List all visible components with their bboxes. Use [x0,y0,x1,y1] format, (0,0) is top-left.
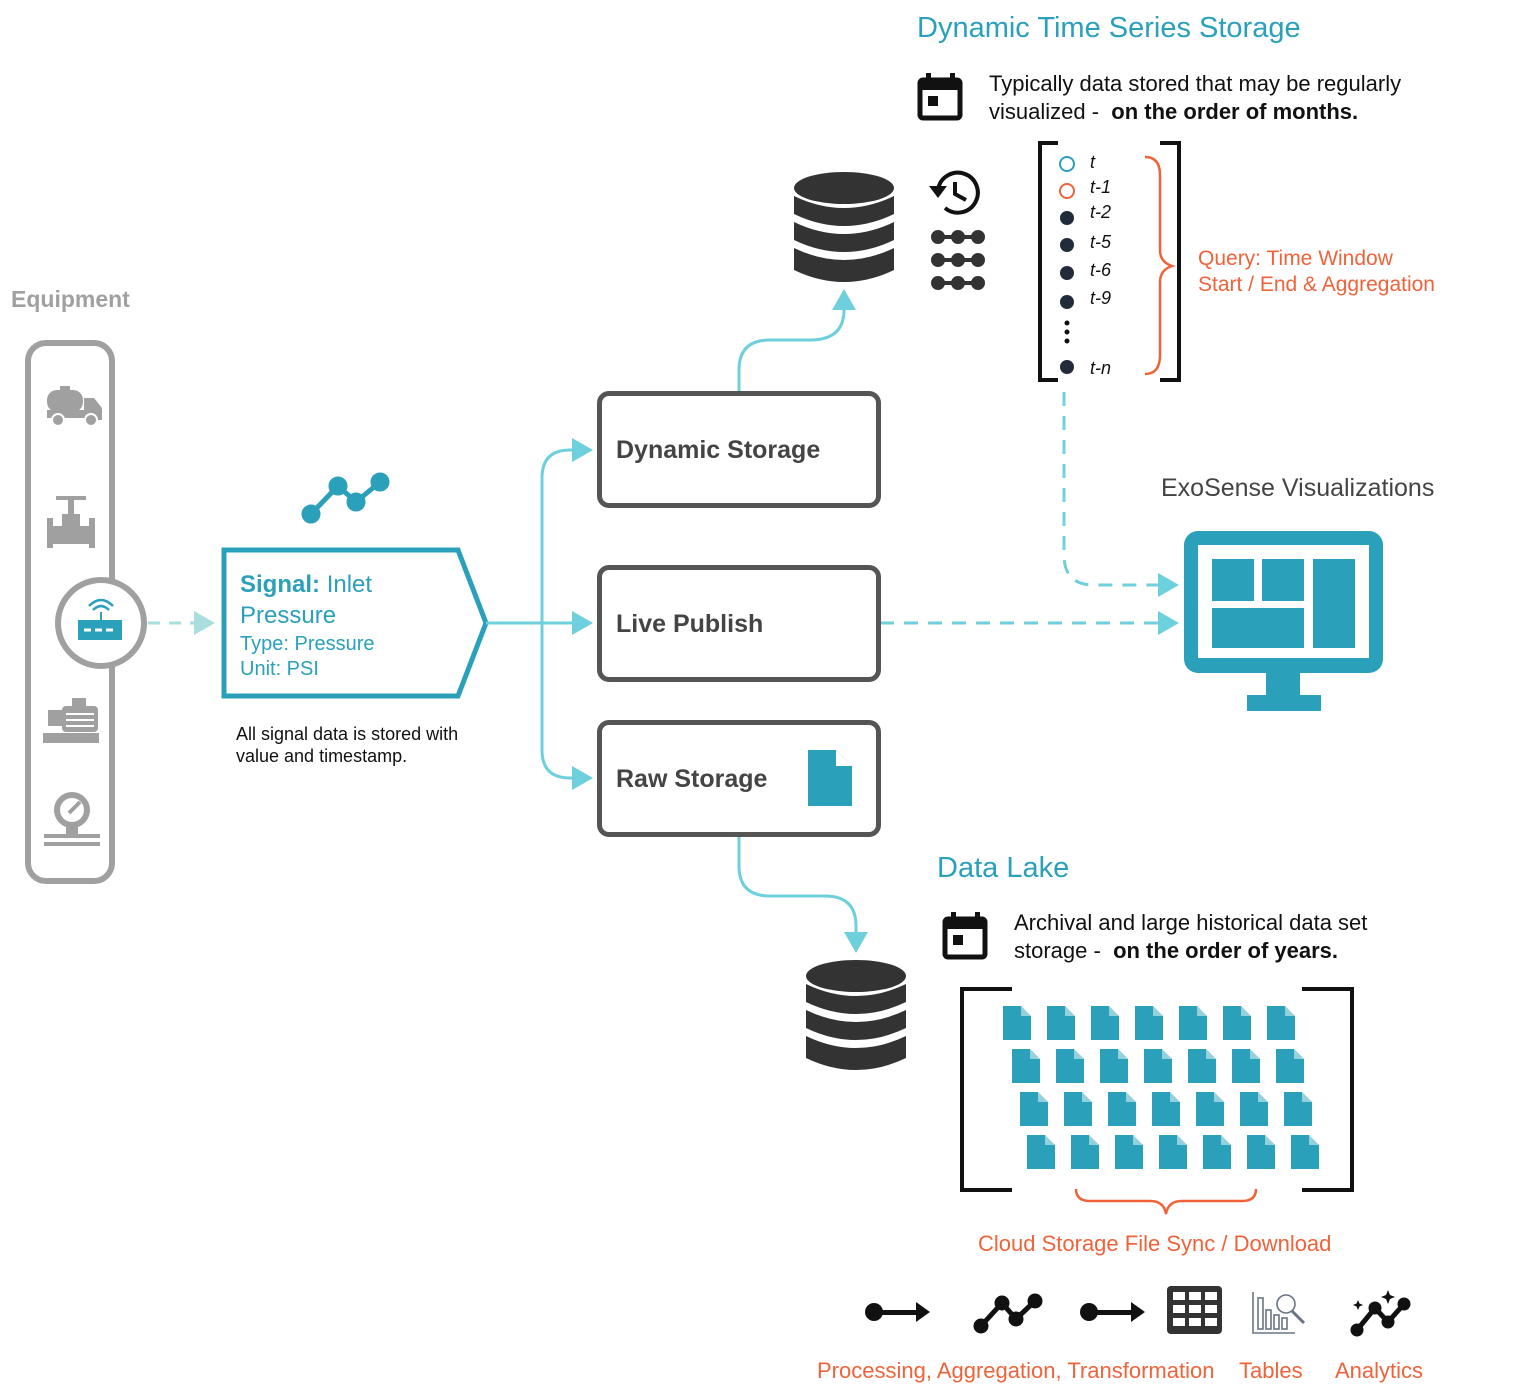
file-icon [1012,1049,1040,1083]
file-icon [1196,1092,1224,1126]
sync-brace [1074,1188,1258,1215]
processing-arrow-icon [865,1302,930,1322]
data-lake-description: Archival and large historical data set s… [1014,909,1367,965]
visualizations-title: ExoSense Visualizations [1161,474,1435,502]
tables-label: Tables [1239,1358,1303,1383]
calendar-icon-months [917,73,963,121]
live-publish-label: Live Publish [616,610,764,638]
time-series-title: Dynamic Time Series Storage [917,12,1301,44]
file-icon [1047,1006,1075,1040]
signal-note-line1: All signal data is stored with [236,724,459,744]
file-icon [1284,1092,1312,1126]
transformation-arrow-icon [1080,1302,1145,1322]
signal-details: Type: Pressure Unit: PSI [240,632,375,682]
signal-name-line2: Pressure [240,602,337,629]
file-icon [1020,1092,1048,1126]
raw-file-icon [808,750,852,806]
dynamic-database-icon [794,172,894,282]
file-icon [1276,1049,1304,1083]
file-icon [1071,1135,1099,1169]
dynamic-storage-label: Dynamic Storage [616,436,821,464]
time-series-description: Typically data stored that may be regula… [989,70,1401,126]
connectors [486,289,1179,953]
file-icon [1223,1006,1251,1040]
query-line2: Start / End & Aggregation [1198,273,1435,296]
signal-label: Signal: [240,571,321,598]
processing-label: Processing, Aggregation, Transformation [817,1358,1215,1383]
analytics-sparkle-icon [1350,1290,1411,1337]
time-series-desc-line1: Typically data stored that may be regula… [989,71,1402,96]
data-lake-bracket [960,987,1354,1192]
file-icon [1056,1049,1084,1083]
file-icon [1091,1006,1119,1040]
gateway-icon [55,577,147,669]
data-lake-desc-prefix: storage - [1014,938,1101,963]
live-publish-box[interactable]: Live Publish [597,565,881,682]
table-icon [1167,1286,1222,1334]
file-icon [1135,1006,1163,1040]
trend-icon [301,472,390,524]
query-brace [1144,155,1176,376]
signal-note-line2: value and timestamp. [236,746,408,766]
truck-icon [47,386,102,427]
time-series-bracket [1038,141,1181,382]
signal-note: All signal data is stored with value and… [236,723,458,767]
valve-icon [47,496,95,548]
signal-name-line1: Inlet [326,571,373,598]
equipment-panel [25,340,147,884]
file-grid [1003,1006,1319,1169]
file-icon [1203,1135,1231,1169]
time-series-dots-icon [931,230,985,290]
file-icon [1232,1049,1260,1083]
raw-storage-box[interactable]: Raw Storage [597,720,881,837]
query-label: Query: Time Window Start / End & Aggrega… [1198,246,1435,298]
time-point: t-9 [1090,288,1112,308]
time-series-desc-prefix: visualized - [989,99,1100,124]
file-icon [1027,1135,1055,1169]
signal-type: Type: Pressure [240,633,375,655]
raw-storage-label: Raw Storage [616,765,768,793]
time-point: t-2 [1090,202,1112,222]
file-icon [1108,1092,1136,1126]
gauge-icon [44,792,100,846]
aggregation-trend-icon [973,1293,1043,1334]
file-icon [1003,1006,1031,1040]
data-lake-desc-line1: Archival and large historical data set [1014,910,1368,935]
calendar-icon-years [942,912,988,960]
file-icon [1240,1092,1268,1126]
time-point: t-5 [1090,232,1112,252]
file-icon [1144,1049,1172,1083]
signal-name: Signal: Inlet Pressure [240,569,372,631]
file-icon [1179,1006,1207,1040]
time-point: t-n [1090,358,1112,378]
time-point: t-1 [1090,177,1112,197]
history-icon [929,170,980,215]
signal-box [221,547,489,699]
time-series-desc-bold: on the order of months. [1111,99,1359,124]
file-icon [1188,1049,1216,1083]
monitor-icon [1184,531,1383,711]
file-icon [1115,1135,1143,1169]
time-point: t [1090,152,1096,172]
file-icon [1267,1006,1295,1040]
equipment-title: Equipment [11,286,130,312]
time-point: t-6 [1090,260,1112,280]
data-lake-desc-bold: on the order of years. [1113,938,1339,963]
file-icon [1159,1135,1187,1169]
signal-unit: Unit: PSI [240,658,319,680]
sync-label: Cloud Storage File Sync / Download [978,1231,1332,1256]
file-icon [1064,1092,1092,1126]
pump-icon [43,698,99,743]
file-icon [1291,1135,1319,1169]
query-line1: Query: Time Window [1198,247,1393,270]
datalake-database-icon [806,960,906,1070]
chart-search-icon [1252,1292,1306,1334]
analytics-label: Analytics [1335,1358,1424,1383]
file-icon [1247,1135,1275,1169]
time-series-markers [1059,156,1075,374]
dynamic-storage-box[interactable]: Dynamic Storage [597,391,881,508]
data-lake-title: Data Lake [937,852,1070,884]
file-icon [1152,1092,1180,1126]
file-icon [1100,1049,1128,1083]
